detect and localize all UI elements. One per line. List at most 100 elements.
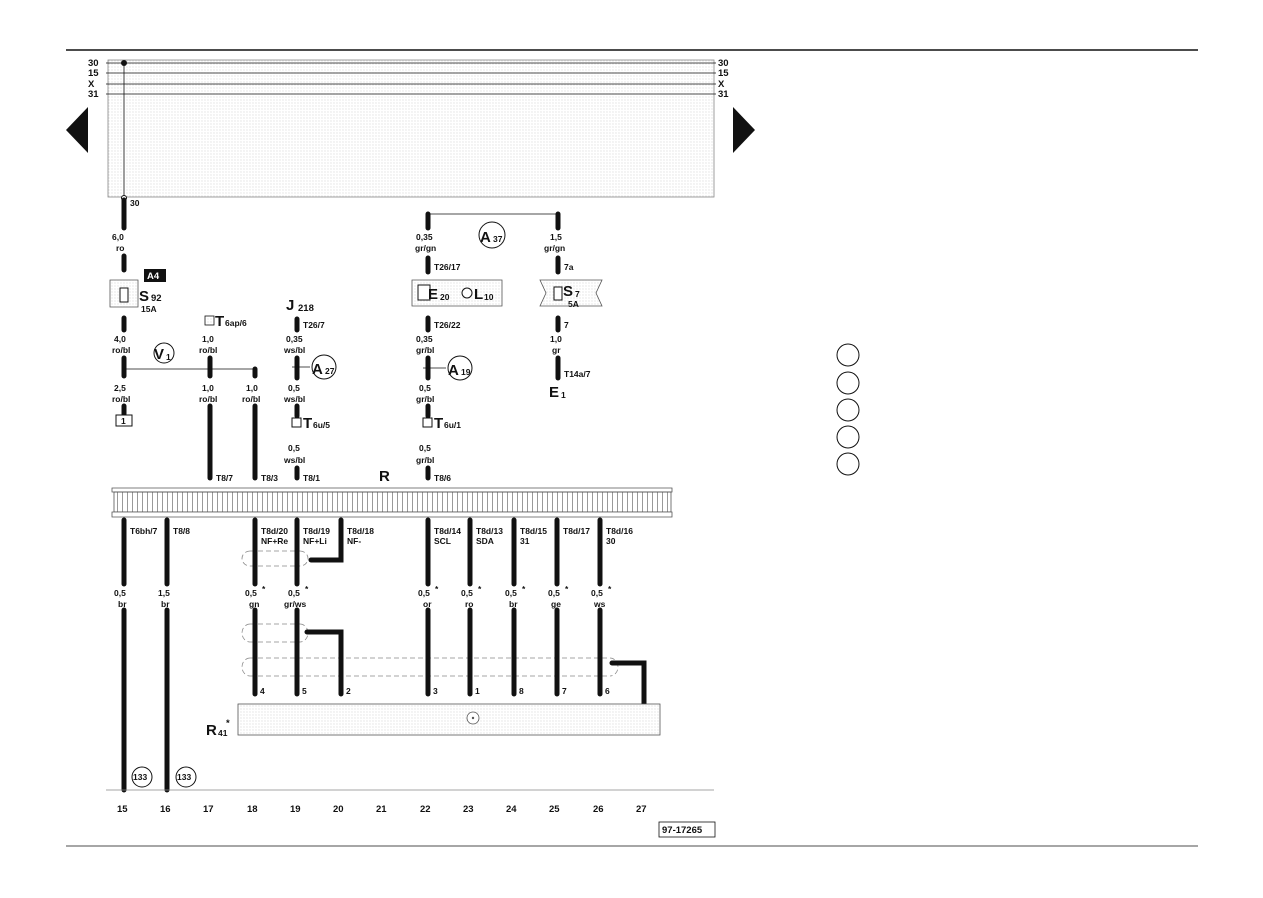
svg-text:218: 218: [298, 303, 314, 314]
radio-unit: [111, 487, 673, 518]
rail-labels-right: 30 15 X 31: [718, 58, 729, 100]
svg-text:4: 4: [260, 686, 265, 696]
svg-text:92: 92: [151, 293, 162, 304]
svg-text:gr/gn: gr/gn: [544, 243, 565, 253]
power-rails: [106, 62, 716, 95]
cd-changer-r41: [237, 703, 661, 736]
svg-text:ro/bl: ro/bl: [112, 394, 130, 404]
connector-t6u5-label: T: [303, 415, 312, 432]
svg-text:6: 6: [605, 686, 610, 696]
svg-text:2: 2: [346, 686, 351, 696]
svg-text:41: 41: [218, 728, 228, 738]
svg-text:1,5: 1,5: [158, 588, 170, 598]
svg-text:27: 27: [636, 804, 647, 815]
bottom-connector-labels: T6bh/7 T8/8 T8d/20 NF+Re T8d/19 NF+Li T8…: [130, 526, 633, 546]
svg-text:1: 1: [166, 352, 171, 362]
svg-text:0,5: 0,5: [505, 588, 517, 598]
svg-text:1: 1: [475, 686, 480, 696]
svg-text:16: 16: [160, 804, 171, 815]
fuse-location-badge: [144, 269, 166, 282]
ground-133b-label: 133: [177, 772, 191, 782]
fuse-s7-icon: [553, 286, 563, 301]
lower-wiring: [121, 517, 647, 793]
svg-text:31: 31: [718, 89, 729, 100]
svg-text:ws: ws: [593, 599, 606, 609]
svg-text:*: *: [305, 584, 309, 594]
svg-text:1: 1: [561, 390, 566, 400]
svg-text:24: 24: [506, 804, 517, 815]
bottom-wire-specs: 0,5 br 1,5 br 0,5 * gn 0,5 * gr/ws 0,5 *…: [114, 584, 612, 609]
svg-text:ws/bl: ws/bl: [283, 455, 305, 465]
svg-text:8: 8: [519, 686, 524, 696]
svg-text:7: 7: [564, 320, 569, 330]
component-r-radio: R: [379, 468, 390, 485]
svg-text:0,5: 0,5: [591, 588, 603, 598]
svg-text:10: 10: [484, 292, 494, 302]
svg-text:gr/bl: gr/bl: [416, 455, 434, 465]
connector-box-1: [115, 414, 133, 427]
e20-regulator-icon: [417, 284, 431, 301]
svg-text:T8d/15: T8d/15: [520, 526, 547, 536]
svg-text:1,5: 1,5: [550, 232, 562, 242]
svg-text:0,5: 0,5: [548, 588, 560, 598]
svg-text:gn: gn: [249, 599, 259, 609]
svg-text:23: 23: [463, 804, 474, 815]
legend-circles: [836, 343, 860, 476]
svg-text:T8d/14: T8d/14: [434, 526, 461, 536]
connector-t6ap-label: T: [215, 313, 224, 330]
svg-text:br: br: [161, 599, 170, 609]
instrument-cluster-housing: [411, 279, 503, 307]
svg-text:SCL: SCL: [434, 536, 451, 546]
svg-text:22: 22: [420, 804, 431, 815]
svg-text:0,5: 0,5: [114, 588, 126, 598]
svg-text:ws/bl: ws/bl: [283, 394, 305, 404]
svg-text:T8/1: T8/1: [303, 473, 320, 483]
svg-text:T8/8: T8/8: [173, 526, 190, 536]
ground-a27-circle: [311, 354, 337, 380]
svg-text:31: 31: [88, 89, 99, 100]
fuse-s92-icon: [119, 287, 129, 303]
svg-text:ro/bl: ro/bl: [199, 394, 217, 404]
svg-text:15: 15: [117, 804, 128, 815]
component-l10: L: [474, 286, 483, 303]
ground-133-label: 133: [133, 772, 147, 782]
svg-text:ro/bl: ro/bl: [112, 345, 130, 355]
svg-text:0,5: 0,5: [288, 383, 300, 393]
svg-text:NF+Re: NF+Re: [261, 536, 288, 546]
next-page-arrow-icon[interactable]: [733, 107, 755, 153]
svg-text:30: 30: [606, 536, 616, 546]
svg-text:T14a/7: T14a/7: [564, 369, 591, 379]
component-v1: V: [154, 346, 164, 363]
svg-text:0,5: 0,5: [288, 588, 300, 598]
relay-panel: [107, 59, 715, 198]
svg-text:0,5: 0,5: [245, 588, 257, 598]
svg-text:19: 19: [461, 367, 471, 377]
svg-text:3: 3: [433, 686, 438, 696]
svg-text:4,0: 4,0: [114, 334, 126, 344]
svg-text:1,0: 1,0: [202, 383, 214, 393]
svg-text:T8d/16: T8d/16: [606, 526, 633, 536]
previous-page-arrow-icon[interactable]: [66, 107, 88, 153]
svg-text:br: br: [118, 599, 127, 609]
svg-text:br: br: [509, 599, 518, 609]
svg-text:gr: gr: [552, 345, 561, 355]
svg-text:0,5: 0,5: [419, 443, 431, 453]
svg-text:17: 17: [203, 804, 214, 815]
svg-text:5: 5: [302, 686, 307, 696]
svg-text:T26/17: T26/17: [434, 262, 461, 272]
svg-text:1,0: 1,0: [550, 334, 562, 344]
component-j218: J: [286, 297, 294, 314]
svg-text:T8d/20: T8d/20: [261, 526, 288, 536]
ground-133b-circle: [175, 766, 197, 788]
svg-text:gr/bl: gr/bl: [416, 345, 434, 355]
svg-text:NF+Li: NF+Li: [303, 536, 327, 546]
svg-text:25: 25: [549, 804, 560, 815]
svg-text:T8/6: T8/6: [434, 473, 451, 483]
svg-text:7a: 7a: [564, 262, 574, 272]
svg-text:ge: ge: [551, 599, 561, 609]
svg-text:0,5: 0,5: [461, 588, 473, 598]
svg-text:T8/7: T8/7: [216, 473, 233, 483]
connector-t6u1-label: T: [434, 415, 443, 432]
